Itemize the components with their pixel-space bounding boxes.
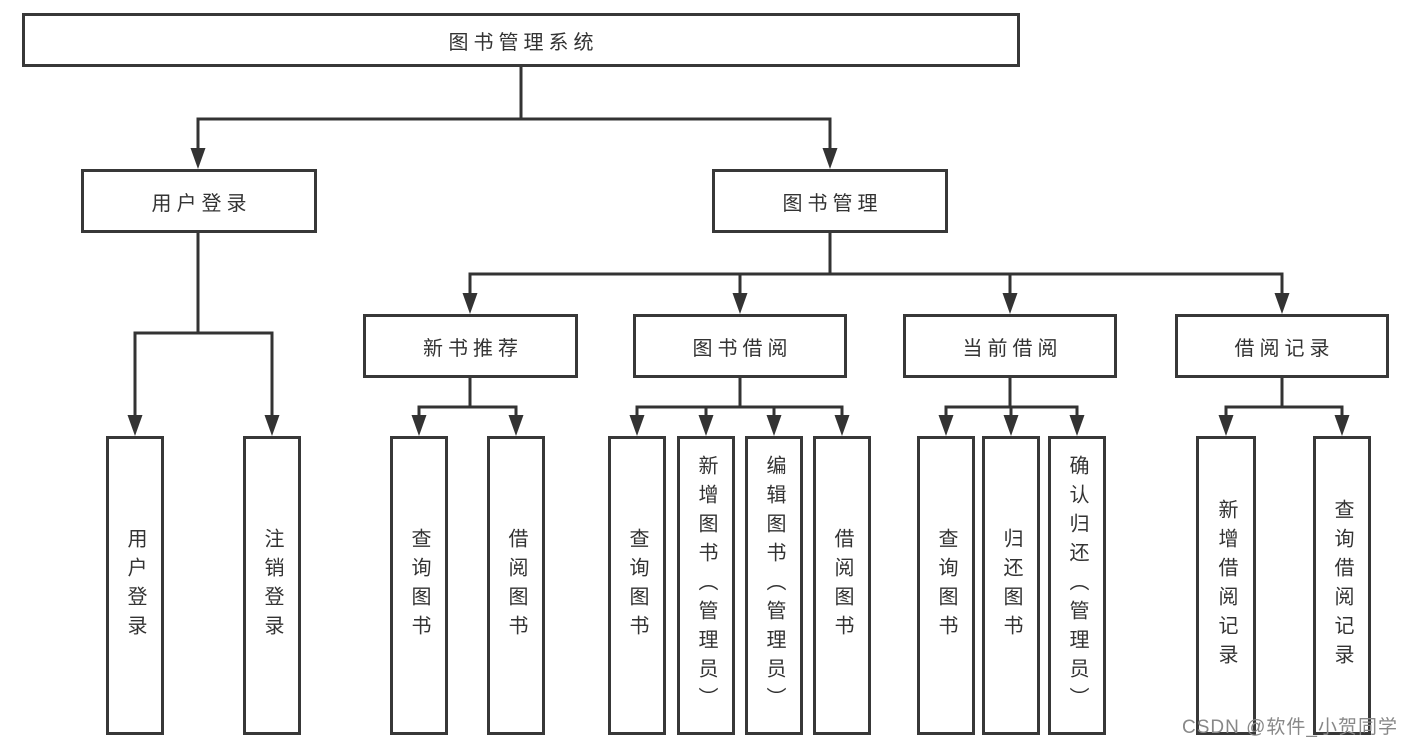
leaf-current-query-books: 查询图书 <box>917 436 975 735</box>
leaf-label: 新增图书（管理员） <box>695 455 717 716</box>
leaf-logout: 注销登录 <box>243 436 301 735</box>
leaf-label: 注销登录 <box>261 527 283 644</box>
leaf-recommend-query-books: 查询图书 <box>390 436 448 735</box>
node-book-management: 图书管理 <box>712 169 948 233</box>
csdn-watermark: CSDN @软件_小贺同学 <box>1182 717 1398 738</box>
leaf-label: 确认归还（管理员） <box>1066 455 1088 716</box>
leaf-label: 查询图书 <box>408 527 430 644</box>
leaf-label: 查询借阅记录 <box>1331 498 1353 673</box>
leaf-borrowing-query-books: 查询图书 <box>608 436 666 735</box>
node-borrowing-records: 借阅记录 <box>1175 314 1389 378</box>
node-book-borrowing: 图书借阅 <box>633 314 847 378</box>
leaf-current-confirm-return-admin: 确认归还（管理员） <box>1048 436 1106 735</box>
leaf-user-login: 用户登录 <box>106 436 164 735</box>
leaf-current-return-books: 归还图书 <box>982 436 1040 735</box>
leaf-borrowing-borrow-books: 借阅图书 <box>813 436 871 735</box>
leaf-label: 借阅图书 <box>505 527 527 644</box>
node-current-borrowing: 当前借阅 <box>903 314 1117 378</box>
leaf-label: 编辑图书（管理员） <box>763 455 785 716</box>
node-system-root: 图书管理系统 <box>22 13 1020 67</box>
node-user-login: 用户登录 <box>81 169 317 233</box>
leaf-label: 新增借阅记录 <box>1215 498 1237 673</box>
leaf-label: 归还图书 <box>1000 527 1022 644</box>
leaf-records-add-borrow-record: 新增借阅记录 <box>1196 436 1256 735</box>
leaf-label: 查询图书 <box>935 527 957 644</box>
leaf-borrowing-edit-book-admin: 编辑图书（管理员） <box>745 436 803 735</box>
leaf-recommend-borrow-books: 借阅图书 <box>487 436 545 735</box>
leaf-borrowing-add-book-admin: 新增图书（管理员） <box>677 436 735 735</box>
leaf-label: 查询图书 <box>626 527 648 644</box>
leaf-label: 用户登录 <box>124 527 146 644</box>
leaf-label: 借阅图书 <box>831 527 853 644</box>
node-new-book-recommendation: 新书推荐 <box>363 314 578 378</box>
leaf-records-query-borrow-record: 查询借阅记录 <box>1313 436 1371 735</box>
